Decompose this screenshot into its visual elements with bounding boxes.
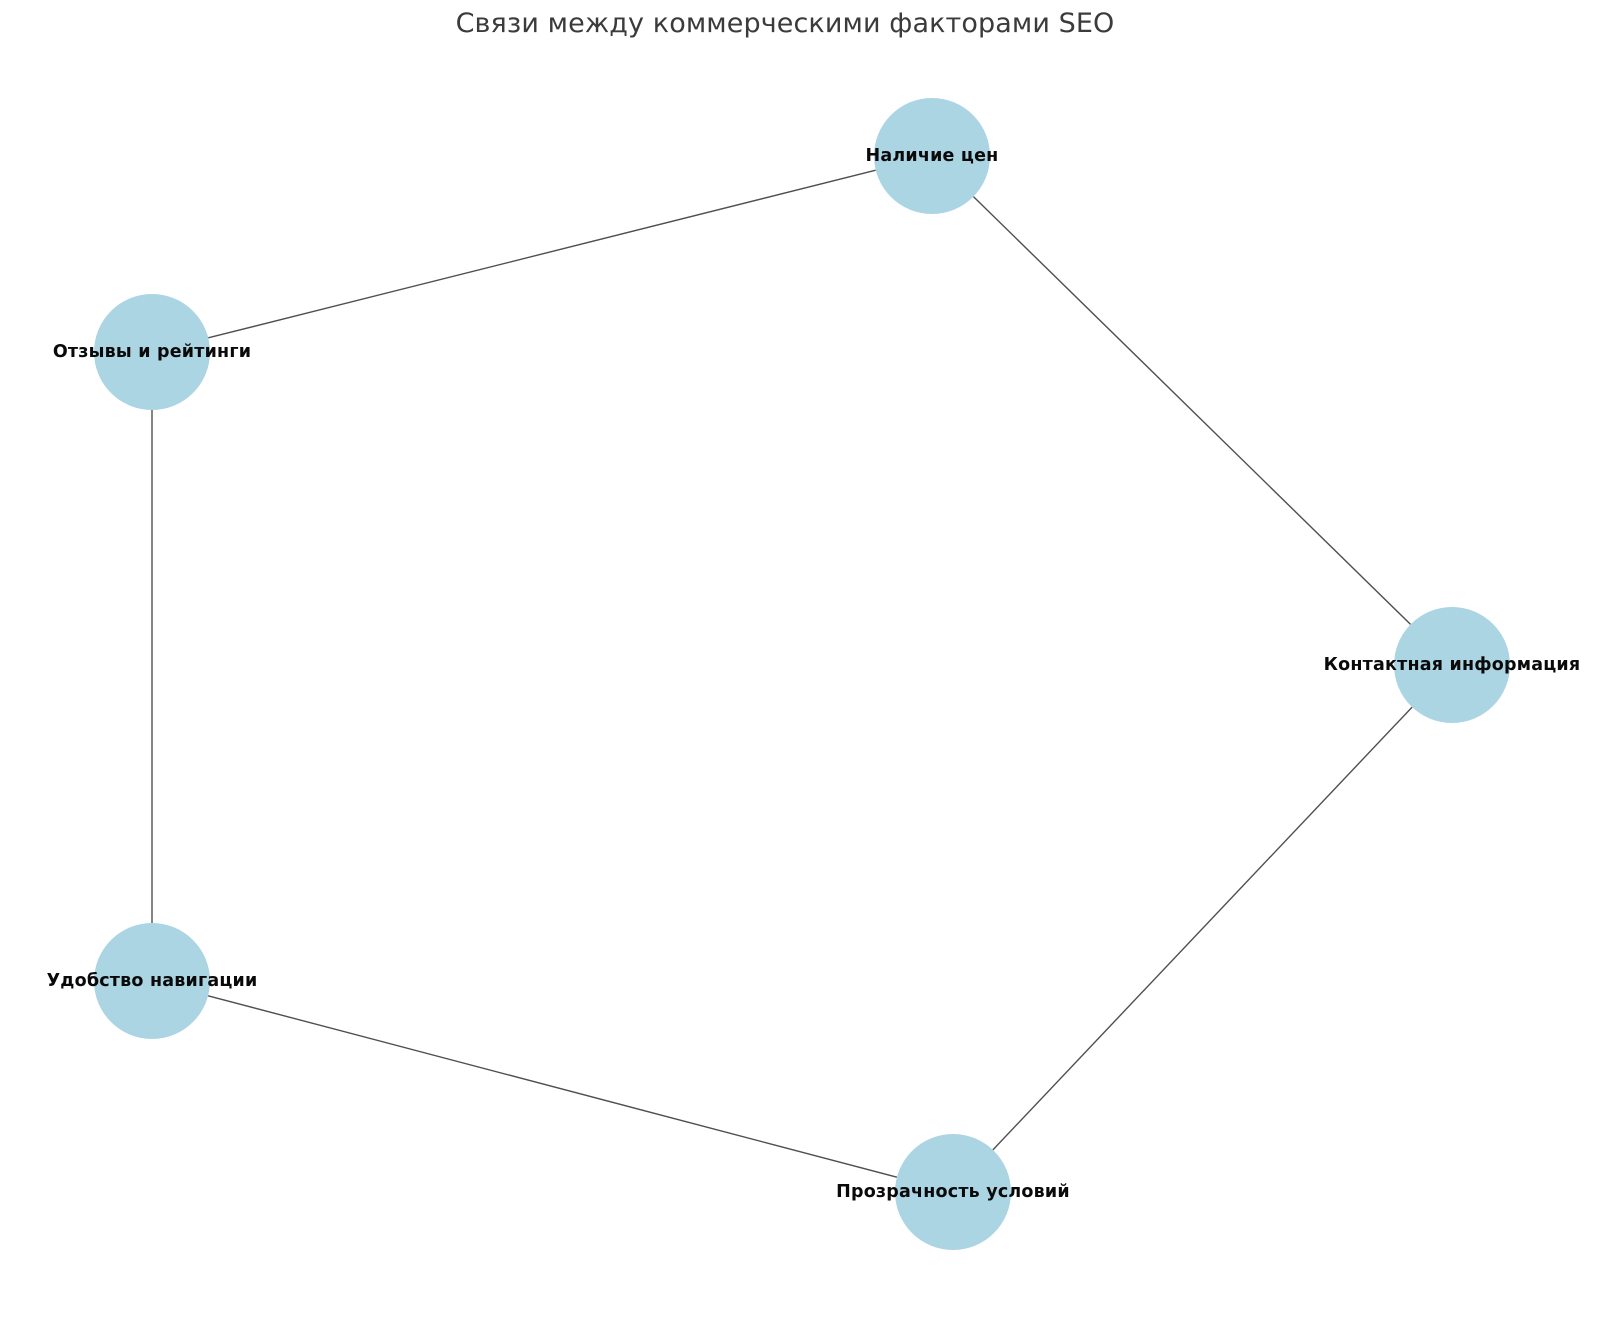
graph-node-reviews[interactable]	[94, 294, 210, 410]
graph-node-label-contacts: Контактная информация	[1323, 655, 1581, 675]
graph-edge	[992, 706, 1413, 1151]
graph-edge	[208, 169, 876, 339]
graph-node-navigation[interactable]	[94, 923, 210, 1039]
graph-node-label-terms: Прозрачность условий	[836, 1182, 1070, 1202]
graph-node-label-navigation: Удобство навигации	[46, 971, 258, 991]
graph-node-label-prices: Наличие цен	[865, 146, 999, 166]
graph-edge	[207, 995, 898, 1178]
graph-node-label-reviews: Отзывы и рейтинги	[52, 342, 252, 362]
graph-node-contacts[interactable]	[1394, 607, 1510, 723]
page-title: Связи между коммерческими факторами SEO	[455, 8, 1115, 39]
graph-node-prices[interactable]	[874, 98, 990, 214]
graph-edge	[972, 196, 1412, 625]
graph-node-terms[interactable]	[895, 1134, 1011, 1250]
